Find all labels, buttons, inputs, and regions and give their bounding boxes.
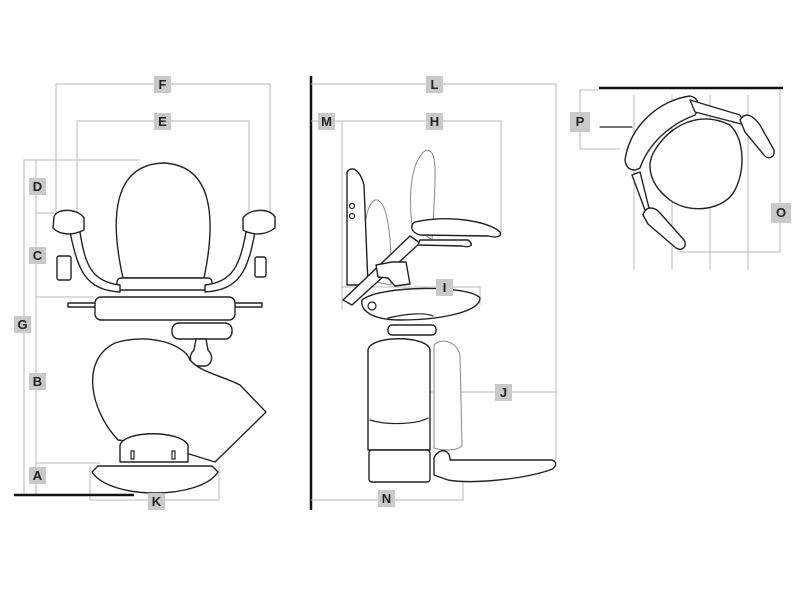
seatbelt-buckle-left bbox=[56, 255, 72, 281]
dimension-label-f: F bbox=[154, 76, 171, 93]
dimension-h bbox=[311, 120, 502, 235]
side-carriage-base bbox=[368, 449, 431, 483]
side-armrest bbox=[411, 218, 502, 238]
dimension-o bbox=[680, 90, 781, 253]
left-arm bbox=[69, 231, 121, 293]
side-view bbox=[309, 76, 557, 510]
dimension-label-g: G bbox=[14, 316, 31, 333]
swivel-base bbox=[171, 322, 233, 340]
dimension-label-c: C bbox=[29, 247, 46, 264]
top-view bbox=[579, 86, 783, 270]
side-backrest bbox=[346, 168, 369, 286]
left-armrest-control bbox=[52, 209, 85, 235]
right-arm bbox=[204, 231, 256, 293]
front-view bbox=[14, 83, 276, 501]
backrest bbox=[115, 162, 211, 279]
dimension-n bbox=[311, 480, 464, 501]
dimension-label-l: L bbox=[426, 76, 443, 93]
dimension-l bbox=[311, 83, 557, 460]
side-footrest bbox=[433, 450, 557, 483]
top-seat bbox=[649, 118, 743, 210]
dimension-label-o: O bbox=[771, 203, 791, 223]
dimension-label-n: N bbox=[378, 490, 395, 507]
seatbelt-buckle-right bbox=[254, 256, 267, 278]
footrest bbox=[91, 465, 219, 494]
top-armrest-left bbox=[642, 207, 686, 250]
dimension-g bbox=[23, 159, 140, 495]
carriage-motor-cover bbox=[119, 433, 189, 463]
dimension-label-d: D bbox=[29, 178, 46, 195]
dimension-label-e: E bbox=[154, 113, 171, 130]
dimension-label-m: M bbox=[318, 113, 335, 130]
side-seat bbox=[361, 287, 481, 321]
dimension-label-h: H bbox=[426, 113, 443, 130]
top-backrest bbox=[624, 95, 699, 171]
dimension-label-i: I bbox=[436, 279, 453, 296]
dimension-label-a: A bbox=[29, 467, 46, 484]
dimension-label-j: J bbox=[495, 384, 512, 401]
dimension-label-p: P bbox=[570, 112, 590, 132]
side-carriage-body bbox=[367, 338, 431, 451]
seat bbox=[94, 296, 236, 321]
dimension-label-k: K bbox=[148, 493, 165, 510]
carriage-body bbox=[92, 338, 267, 463]
armrest-hinge bbox=[375, 261, 411, 287]
right-armrest-control bbox=[242, 209, 276, 235]
dimension-label-b: B bbox=[29, 373, 46, 390]
top-armrest-right bbox=[739, 114, 775, 159]
